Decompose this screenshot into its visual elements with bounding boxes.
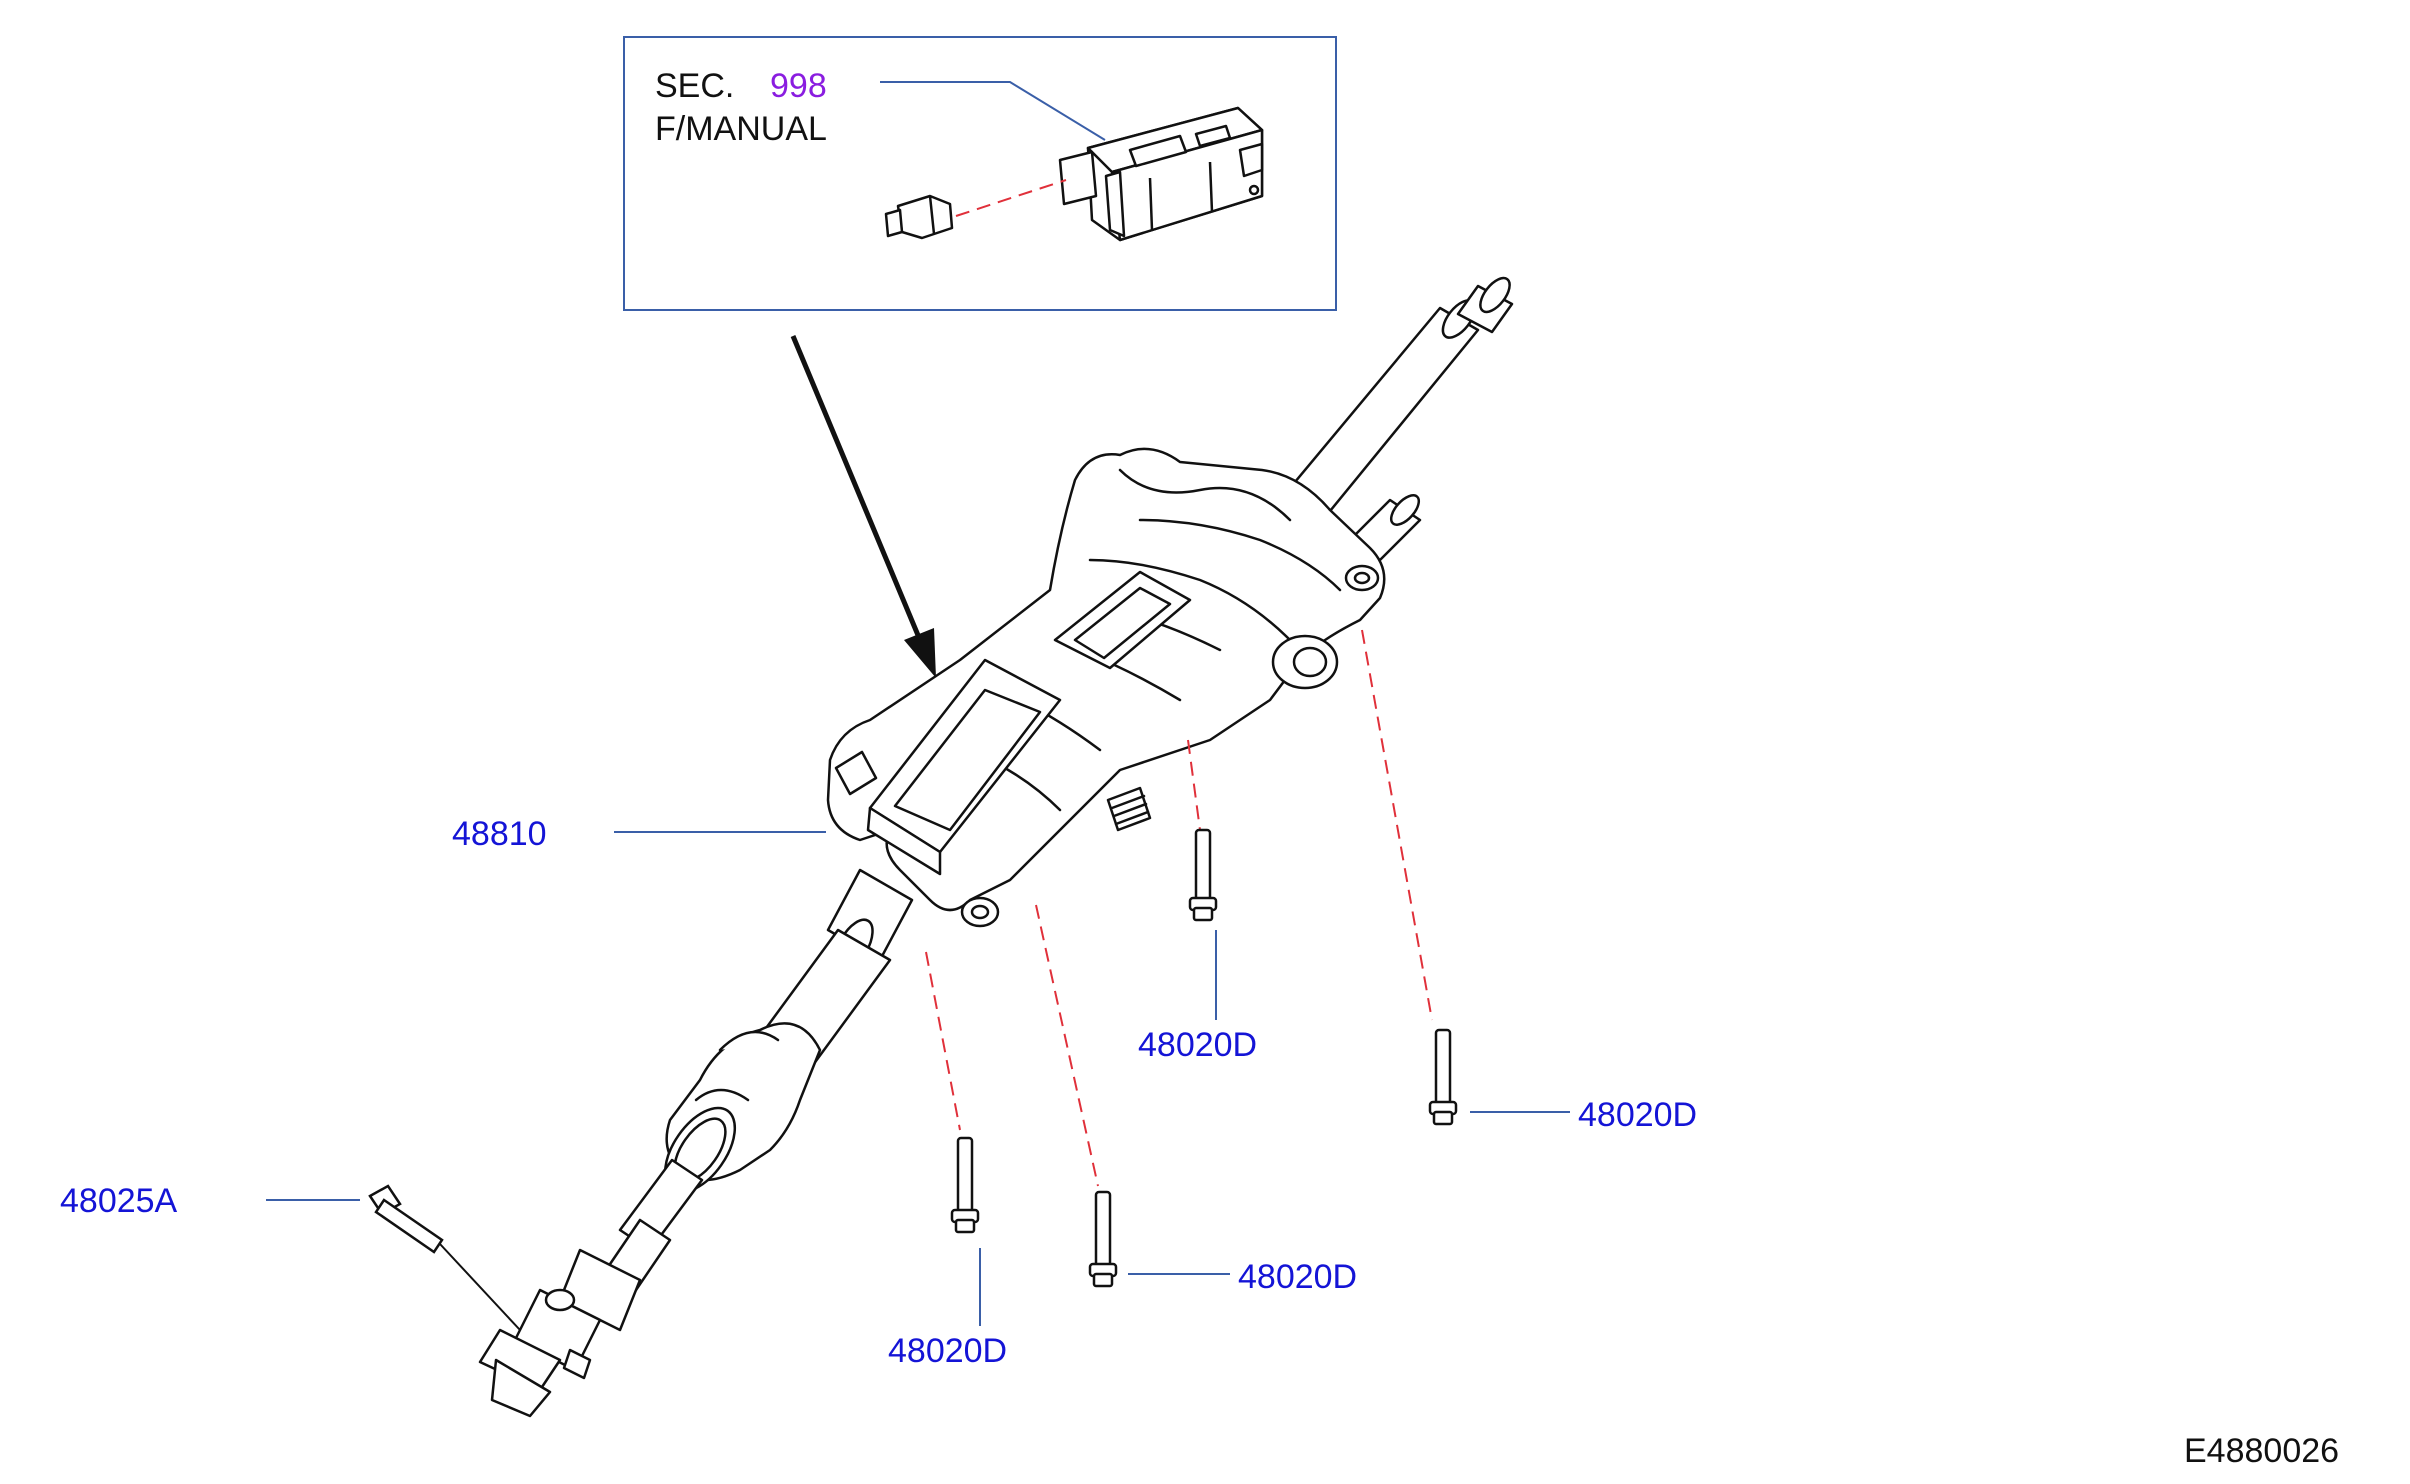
figure-code: E4880026 — [2184, 1432, 2339, 1470]
inset-hidden-line — [955, 179, 1067, 217]
callout-48020d-middle[interactable]: 48020D — [1238, 1258, 1357, 1296]
callout-48020d-lower[interactable]: 48020D — [888, 1332, 1007, 1370]
callout-labels: 48810 48020D 48020D 48020D 48020D 48025A — [60, 815, 1697, 1370]
sec-number-link[interactable]: 998 — [770, 67, 827, 105]
leader-lines — [266, 831, 1570, 1326]
bolt-d-drawing — [950, 1136, 980, 1234]
callout-48020d-right[interactable]: 48020D — [1578, 1096, 1697, 1134]
steering-column-drawing — [478, 276, 1514, 1418]
bolt-a-drawing — [1188, 828, 1218, 922]
yoke-bolt-leader — [439, 1243, 521, 1331]
inset-panel: SEC. 998 F/MANUAL — [623, 36, 1337, 311]
bolt-b-drawing — [1428, 1028, 1458, 1126]
manual-label: F/MANUAL — [655, 110, 827, 148]
inset-leader-line — [880, 81, 1106, 141]
callout-48025a[interactable]: 48025A — [60, 1182, 178, 1220]
bolt-c-drawing — [1088, 1190, 1118, 1288]
callout-48020d-upper[interactable]: 48020D — [1138, 1026, 1257, 1064]
lock-key-piece-drawing — [884, 194, 954, 240]
tilt-spring-drawing — [1106, 786, 1152, 832]
steering-lock-module-drawing — [1058, 106, 1264, 242]
inset-pointer-arrow — [790, 335, 936, 678]
callout-48810[interactable]: 48810 — [452, 815, 547, 853]
yoke-bolt-drawing — [368, 1184, 444, 1254]
sec-prefix-label: SEC. — [655, 67, 734, 105]
hidden-lines — [925, 629, 1433, 1187]
